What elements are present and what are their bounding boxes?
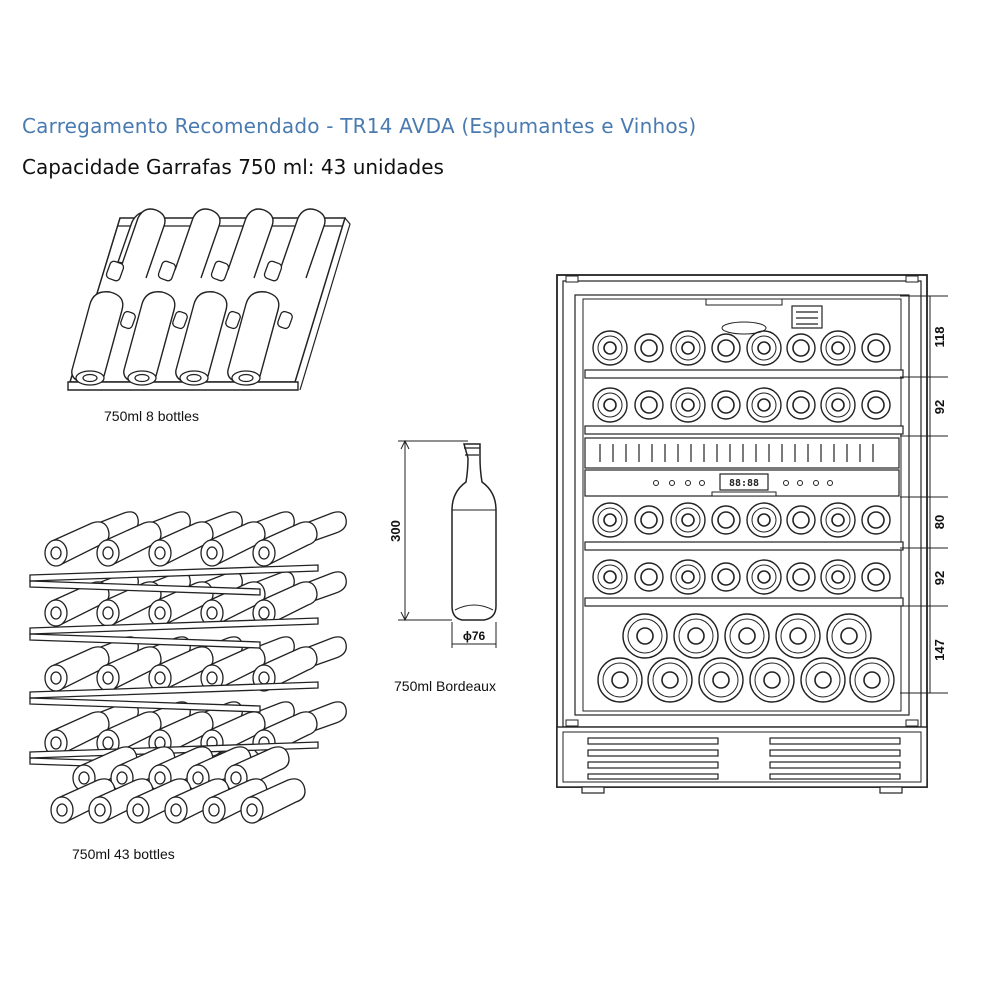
bottle-end — [670, 387, 706, 423]
spacing-label-3: 80 — [932, 515, 947, 529]
spacing-label-5: 147 — [932, 639, 947, 661]
bottle-end — [861, 390, 891, 420]
lying-bottle — [240, 778, 306, 824]
lying-bottle — [44, 521, 110, 567]
capacity-label: Capacidade Garrafas 750 ml: — [22, 155, 315, 179]
bottle-end — [670, 330, 706, 366]
bottle-end — [634, 505, 664, 535]
lying-bottle — [252, 521, 318, 567]
bottle-end — [820, 559, 856, 595]
bottle-end — [861, 562, 891, 592]
bottle-end — [849, 657, 895, 703]
bottle-height-label: 300 — [388, 520, 403, 542]
bottle-end — [698, 657, 744, 703]
bottle-end — [820, 502, 856, 538]
bottle-end — [749, 657, 795, 703]
top-shelf-drawing — [67, 208, 351, 391]
bottle-end — [800, 657, 846, 703]
bottle-end — [647, 657, 693, 703]
bottle-end — [786, 505, 816, 535]
bottle-end — [592, 330, 628, 366]
bottle-end — [592, 502, 628, 538]
bottle-end — [670, 502, 706, 538]
spacing-label-4: 92 — [932, 571, 947, 585]
bottle-end — [597, 657, 643, 703]
wine-cabinet-front-view: 88:88 — [556, 274, 948, 794]
capacity-line: Capacidade Garrafas 750 ml: 43 unidades — [22, 155, 444, 179]
bottle-end — [820, 387, 856, 423]
bottle-end — [826, 613, 872, 659]
bottle-end — [634, 562, 664, 592]
bottle-end — [746, 330, 782, 366]
bottle-end — [746, 502, 782, 538]
bottle-end — [786, 390, 816, 420]
bottle-end — [592, 387, 628, 423]
lying-bottle — [96, 521, 162, 567]
bottle-end — [711, 390, 741, 420]
lying-bottle — [126, 778, 192, 824]
bottle-end — [634, 333, 664, 363]
lying-bottle — [96, 646, 162, 692]
bottle-end — [673, 613, 719, 659]
caption-top-shelf: 750ml 8 bottles — [104, 408, 199, 424]
bottle-end — [592, 559, 628, 595]
full-load-drawing — [29, 511, 347, 824]
bottle-end — [746, 387, 782, 423]
bottle-end — [711, 333, 741, 363]
bottle-end — [746, 559, 782, 595]
bottle-end — [622, 613, 668, 659]
bottle-end — [861, 333, 891, 363]
caption-full-load: 750ml 43 bottles — [72, 846, 175, 862]
bottle-end — [861, 505, 891, 535]
svg-text:88:88: 88:88 — [729, 478, 759, 489]
caption-bottle: 750ml Bordeaux — [394, 678, 496, 694]
bottle-end — [711, 562, 741, 592]
bottle-end — [775, 613, 821, 659]
bordeaux-bottle-drawing — [398, 439, 497, 648]
bottle-end — [820, 330, 856, 366]
bottle-end — [634, 390, 664, 420]
bottle-end — [724, 613, 770, 659]
bottle-diameter-label: ϕ76 — [463, 629, 486, 643]
capacity-value: 43 unidades — [314, 155, 444, 179]
lying-bottle — [44, 581, 110, 627]
bottle-end — [670, 559, 706, 595]
spacing-label-2: 92 — [932, 400, 947, 414]
spacing-label-1: 118 — [932, 327, 947, 348]
page-title: Carregamento Recomendado - TR14 AVDA (Es… — [22, 114, 697, 138]
bottle-end — [786, 562, 816, 592]
lying-bottle — [50, 778, 116, 824]
bottle-end — [786, 333, 816, 363]
lying-bottle — [44, 711, 110, 757]
bottle-end — [711, 505, 741, 535]
lying-bottle — [88, 778, 154, 824]
lying-bottle — [200, 521, 266, 567]
